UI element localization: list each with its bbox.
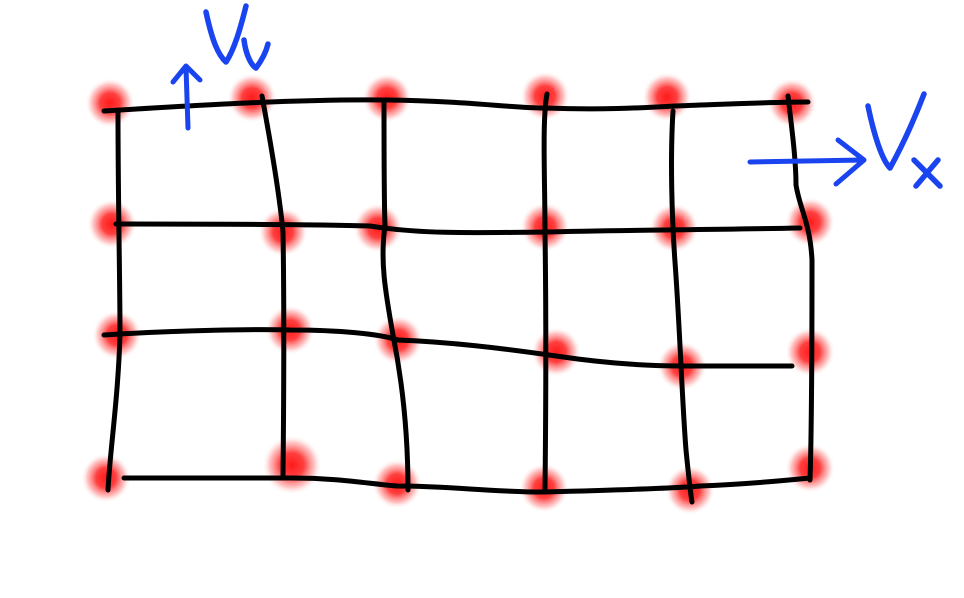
grid-line-row-3 <box>101 327 795 369</box>
vy-label-glyph <box>203 3 271 71</box>
grid-line-row-2 <box>113 221 803 236</box>
grid-line-col-4 <box>541 91 550 493</box>
vy-arrow <box>170 63 203 131</box>
grid-line-col-1 <box>105 109 123 493</box>
velocity-vectors <box>170 3 943 189</box>
grid-node-r4-c1 <box>81 453 131 503</box>
grid-node-r4-c2 <box>262 435 322 495</box>
grid-nodes <box>81 71 835 515</box>
vy-vector <box>170 3 271 131</box>
grid-node-r1-c5 <box>642 72 692 122</box>
grid-node-r1-c2 <box>227 73 277 123</box>
vx-arrow <box>747 137 867 187</box>
grid-line-col-3 <box>380 97 411 493</box>
grid-node-r2-c6 <box>785 197 835 247</box>
grid-node-r1-c1 <box>85 78 135 128</box>
grid-line-col-2 <box>259 93 287 481</box>
grid-node-r2-c1 <box>87 199 137 249</box>
vx-label-glyph <box>865 91 943 189</box>
grid-line-row-1 <box>101 97 811 114</box>
vx-vector <box>747 91 943 189</box>
grid-lines <box>101 91 815 505</box>
grid-line-col-6 <box>785 93 815 483</box>
grid-line-row-4 <box>121 475 813 495</box>
grid-line-col-5 <box>669 108 695 505</box>
